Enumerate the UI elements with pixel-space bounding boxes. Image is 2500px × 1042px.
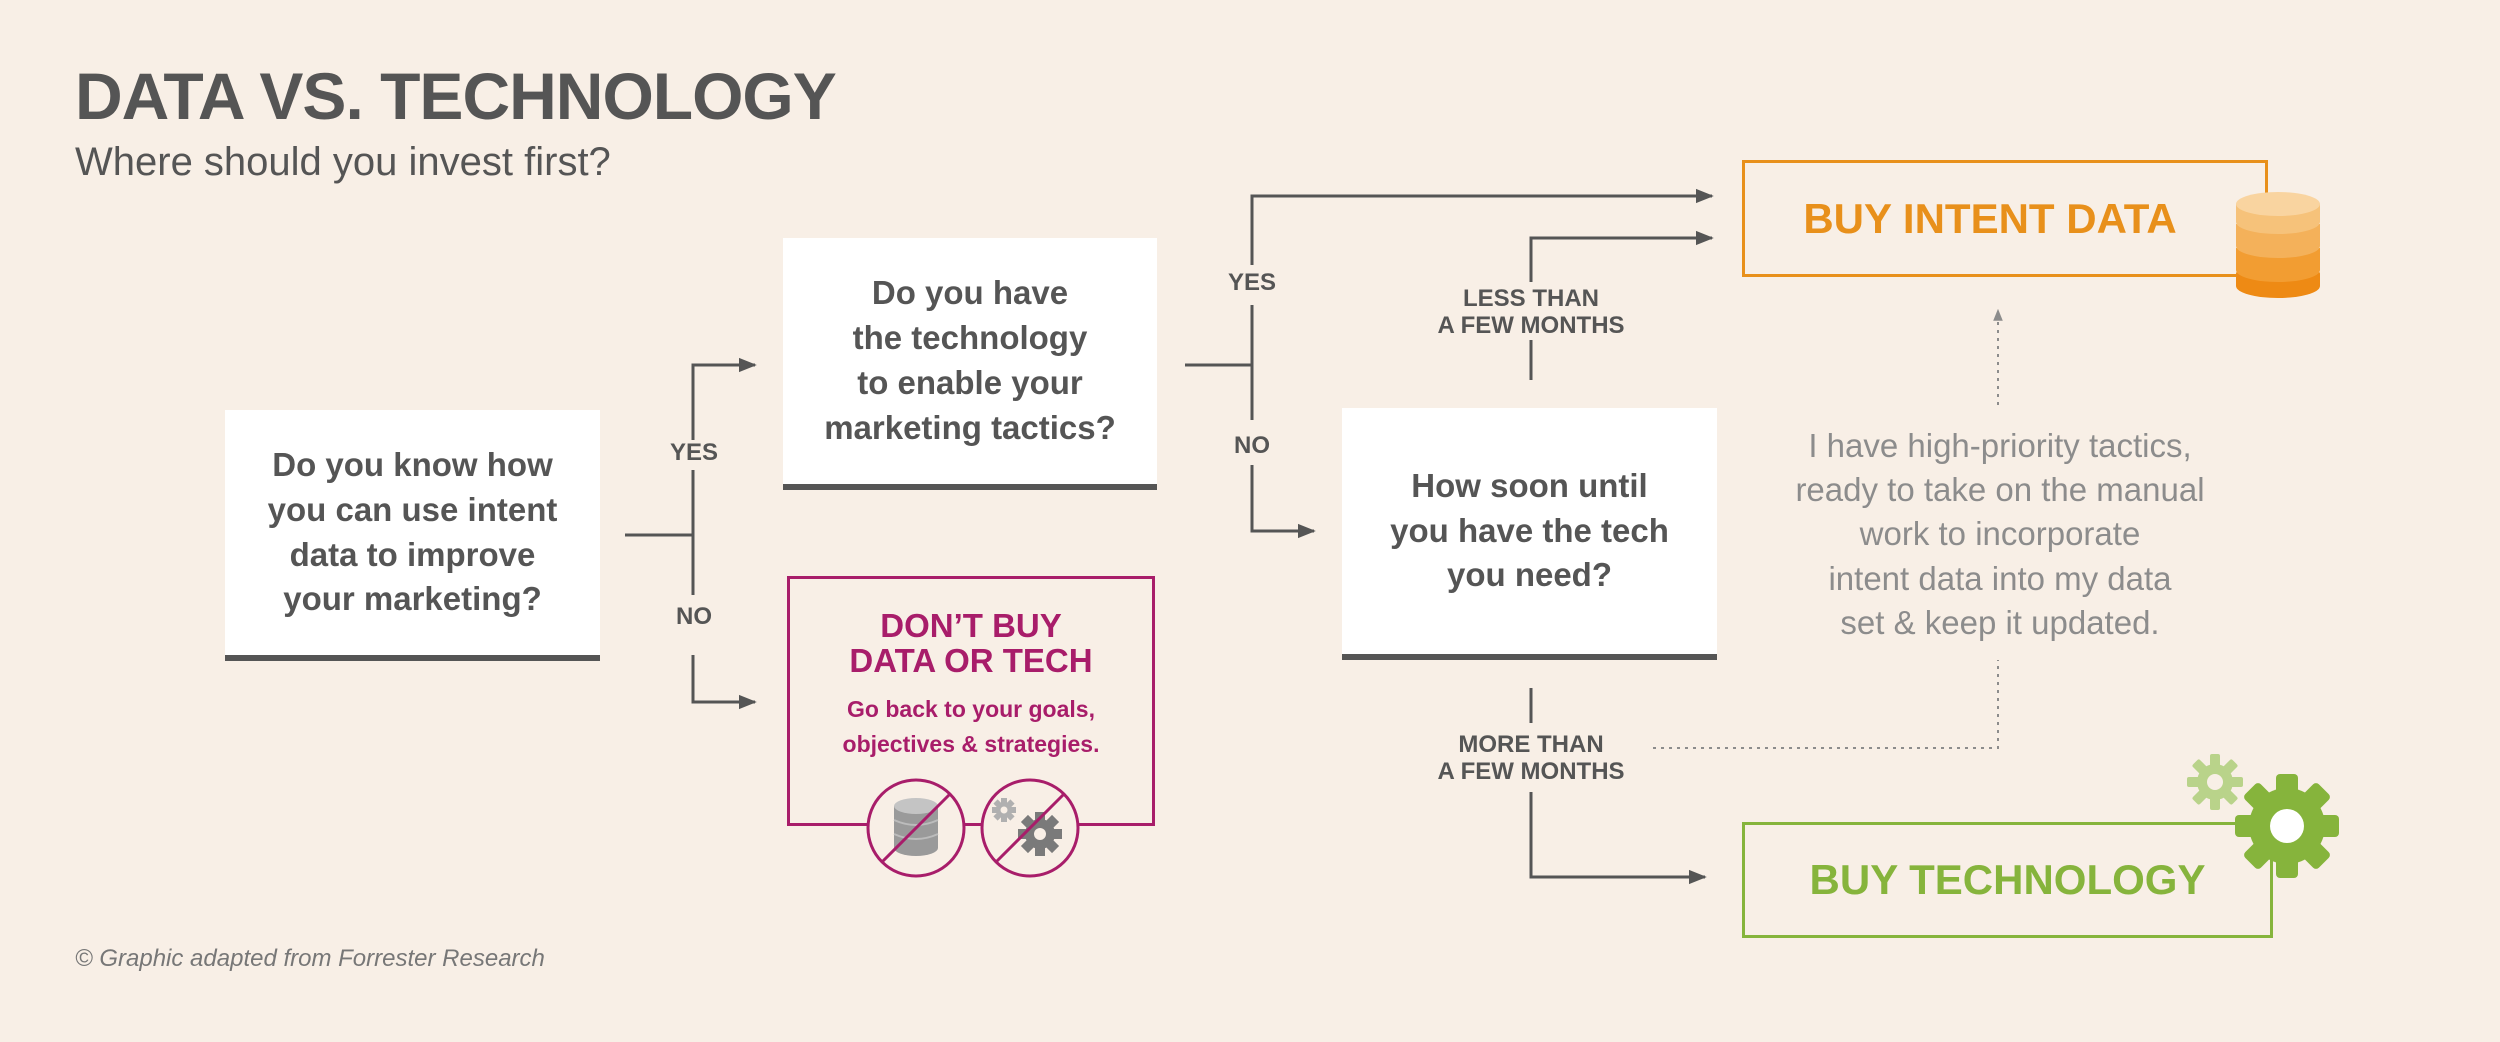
edge-label-q2-yes: YES bbox=[1227, 269, 1277, 296]
edge-label-q2-no: NO bbox=[1234, 432, 1270, 459]
page-title: DATA VS. TECHNOLOGY bbox=[75, 59, 837, 133]
edge-label-more-than: MORE THAN A FEW MONTHS bbox=[1437, 731, 1625, 785]
gear-icon bbox=[2187, 754, 2339, 878]
question-text: Do you know how you can use intent data … bbox=[267, 445, 558, 618]
dont-buy-subtext: Go back to your goals, objectives & stra… bbox=[842, 696, 1100, 757]
priority-note: I have high-priority tactics, ready to t… bbox=[1795, 427, 2205, 641]
edge-label-less-than: LESS THAN A FEW MONTHS bbox=[1437, 285, 1625, 339]
outcome-buy-intent-data: BUY INTENT DATA bbox=[1742, 160, 2268, 277]
edge-label-q1-no: NO bbox=[676, 603, 712, 630]
source-credit: © Graphic adapted from Forrester Researc… bbox=[75, 945, 545, 972]
buy-intent-data-label: BUY INTENT DATA bbox=[1803, 194, 2177, 242]
question-how-soon-tech: How soon until you have the tech you nee… bbox=[1342, 408, 1717, 660]
question-text: How soon until you have the tech you nee… bbox=[1390, 466, 1669, 594]
outcome-buy-technology: BUY TECHNOLOGY bbox=[1742, 822, 2273, 938]
edge-label-q1-yes: YES bbox=[669, 439, 719, 466]
question-have-technology: Do you have the technology to enable you… bbox=[783, 238, 1157, 490]
database-icon bbox=[2236, 192, 2320, 298]
question-know-intent-data: Do you know how you can use intent data … bbox=[225, 410, 600, 661]
page-subtitle: Where should you invest first? bbox=[75, 140, 611, 184]
buy-technology-label: BUY TECHNOLOGY bbox=[1809, 856, 2206, 903]
no-tech-icon bbox=[980, 778, 1080, 878]
dont-buy-heading: DON’T BUY DATA OR TECH bbox=[849, 607, 1093, 679]
question-text: Do you have the technology to enable you… bbox=[824, 274, 1116, 446]
no-data-icon bbox=[866, 778, 966, 878]
outcome-dont-buy: DON’T BUY DATA OR TECH Go back to your g… bbox=[787, 576, 1155, 826]
